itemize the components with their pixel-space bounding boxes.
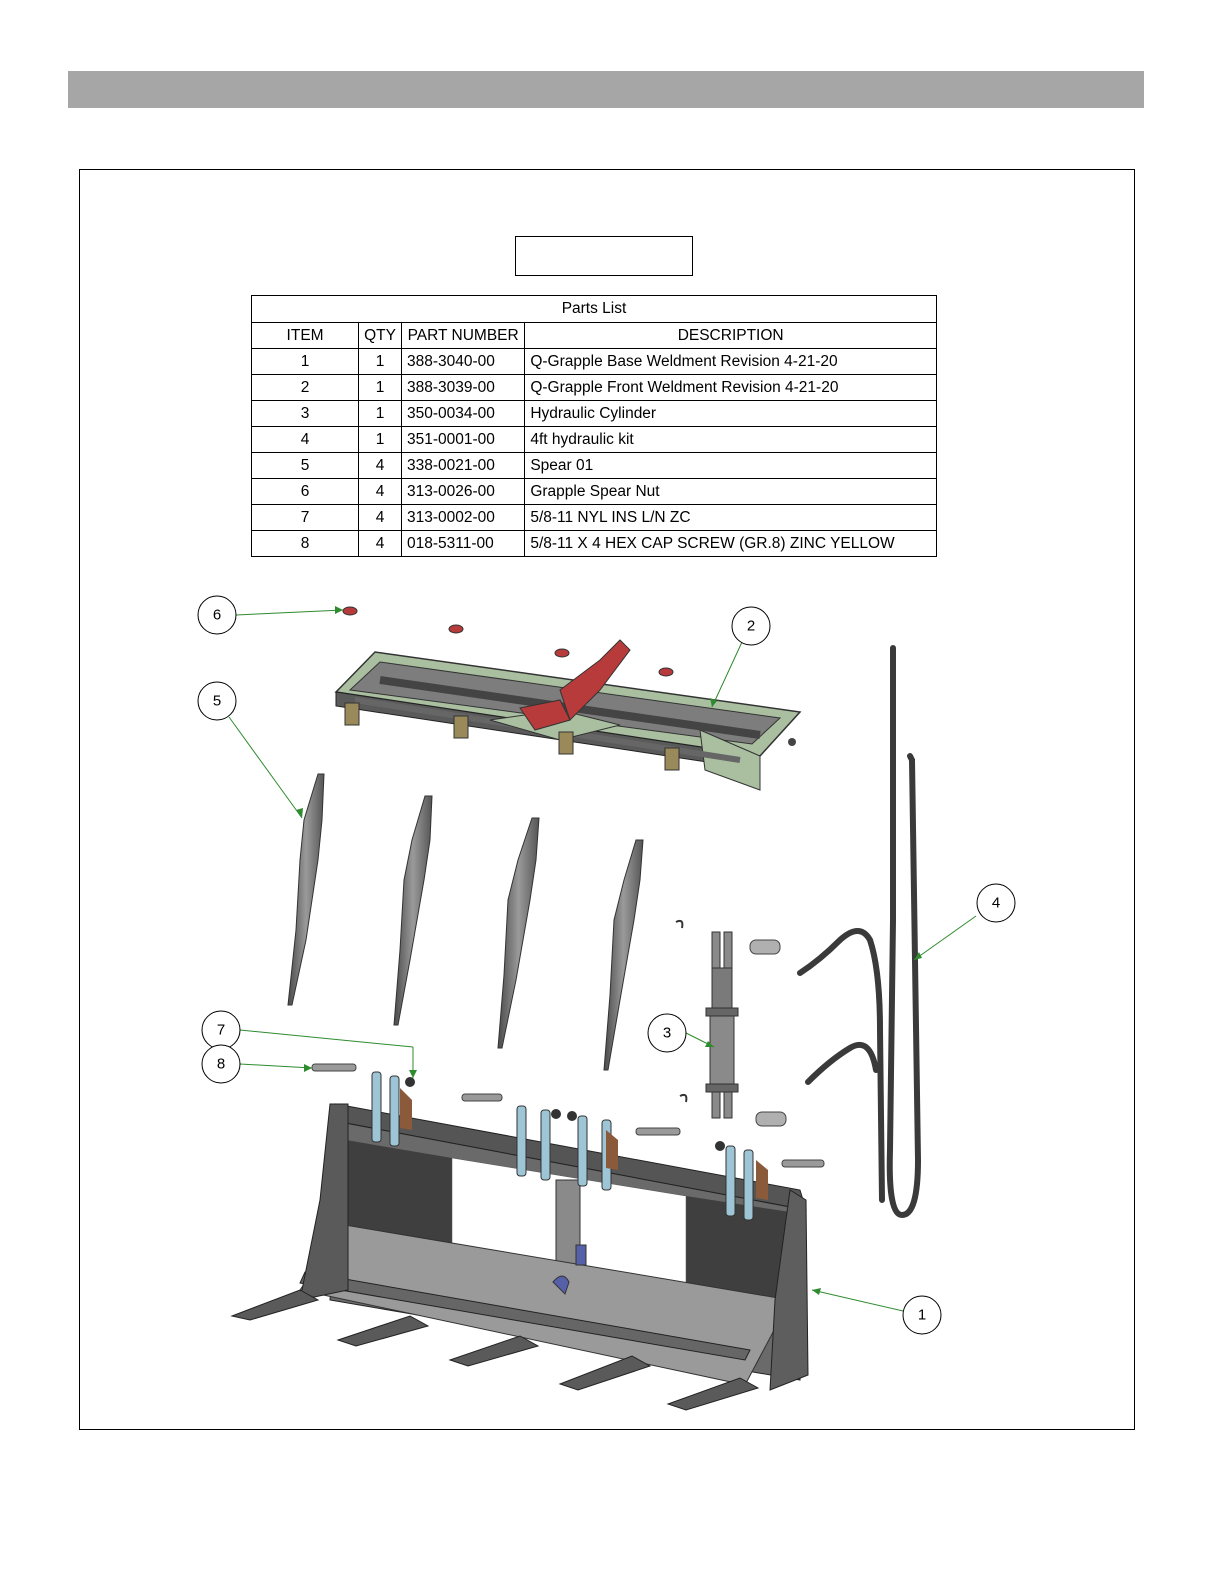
cell-qty: 1 [358,426,402,453]
spears [287,773,644,1071]
callout-label-6: 6 [213,607,221,624]
callout-label-3: 3 [663,1025,671,1042]
cell-part-number: 350-0034-00 [400,400,526,427]
hydraulic-hoses [797,645,922,1219]
callout-labels: 6 2 5 4 3 7 8 1 [213,607,1000,1324]
hydraulic-cylinder [675,919,787,1127]
front-weldment [334,639,802,791]
callout-label-1: 1 [918,1307,926,1324]
spear-nuts [342,606,674,677]
base-weldment [230,1071,809,1411]
callout-balloons [197,595,1016,1335]
cell-description: Q-Grapple Base Weldment Revision 4-21-20 [524,348,937,375]
header-bar [68,71,1144,108]
cell-description: 5/8-11 NYL INS L/N ZC [524,504,937,531]
cylinder-mount-brackets [371,1071,754,1221]
callout-label-2: 2 [747,618,755,635]
leader-arrowheads [296,606,922,1295]
cell-item: 8 [250,530,360,557]
callout-label-8: 8 [217,1056,225,1073]
cell-qty: 1 [358,374,402,401]
cell-part-number: 338-0021-00 [400,452,526,479]
callout-label-5: 5 [213,693,221,710]
drawing-frame [79,169,1135,1430]
callout-label-7: 7 [217,1022,225,1039]
cell-part-number: 388-3039-00 [400,374,526,401]
cell-part-number: 018-5311-00 [400,530,526,557]
cell-item: 2 [250,374,360,401]
parts-list-table: Parts List ITEM QTY PART NUMBER DESCRIPT… [250,295,937,557]
cell-description: Q-Grapple Front Weldment Revision 4-21-2… [524,374,937,401]
cell-description: Spear 01 [524,452,937,479]
cell-description: 5/8-11 X 4 HEX CAP SCREW (GR.8) ZINC YEL… [524,530,937,557]
cell-item: 5 [250,452,360,479]
title-box [515,236,693,276]
cell-part-number: 313-0002-00 [400,504,526,531]
callout-label-4: 4 [992,895,1000,912]
lock-nuts-and-cap-screws [311,1063,825,1168]
cell-description: Hydraulic Cylinder [524,400,937,427]
cell-part-number: 351-0001-00 [400,426,526,453]
